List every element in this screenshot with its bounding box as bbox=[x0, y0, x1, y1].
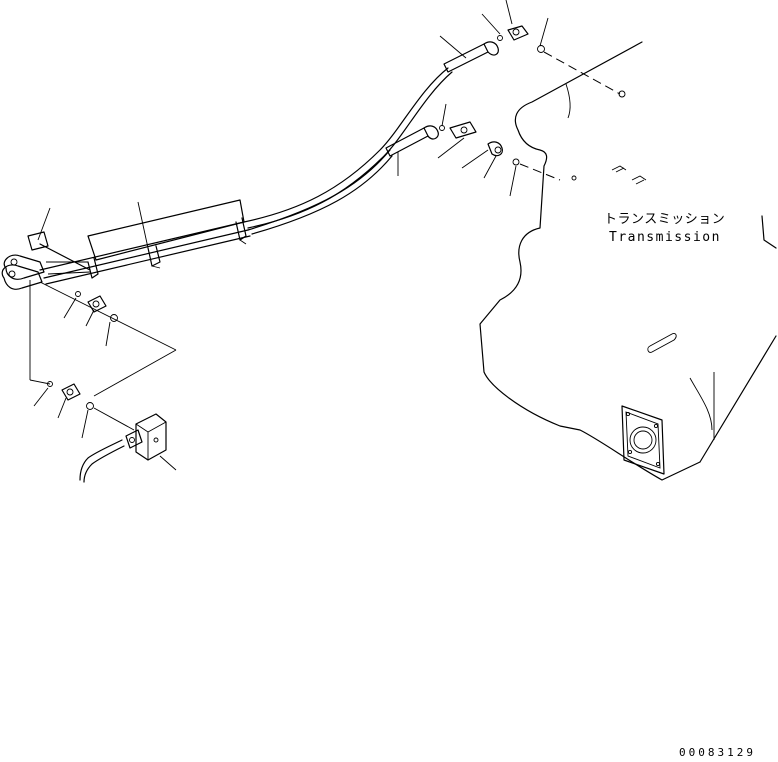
clamp-1 bbox=[235, 217, 247, 245]
sensor-block bbox=[79, 413, 177, 483]
transmission-label-en: Transmission bbox=[609, 230, 721, 245]
left-end-fittings bbox=[1, 207, 91, 290]
clamp-2 bbox=[147, 245, 161, 269]
left-fitting-upper bbox=[63, 291, 118, 347]
transmission-housing bbox=[479, 41, 777, 481]
hose-bundle bbox=[39, 67, 453, 285]
transmission-label-jp: トランスミッション bbox=[604, 212, 725, 227]
square-flange bbox=[621, 405, 665, 475]
clamp-3 bbox=[87, 257, 99, 279]
middle-fitting-group bbox=[385, 103, 561, 197]
left-fitting-lower bbox=[33, 381, 135, 439]
left-assembly-lines bbox=[29, 280, 177, 397]
upper-fitting-group bbox=[439, 0, 621, 95]
hose-cover bbox=[87, 199, 245, 261]
drawing-code: 00083129 bbox=[679, 746, 756, 759]
